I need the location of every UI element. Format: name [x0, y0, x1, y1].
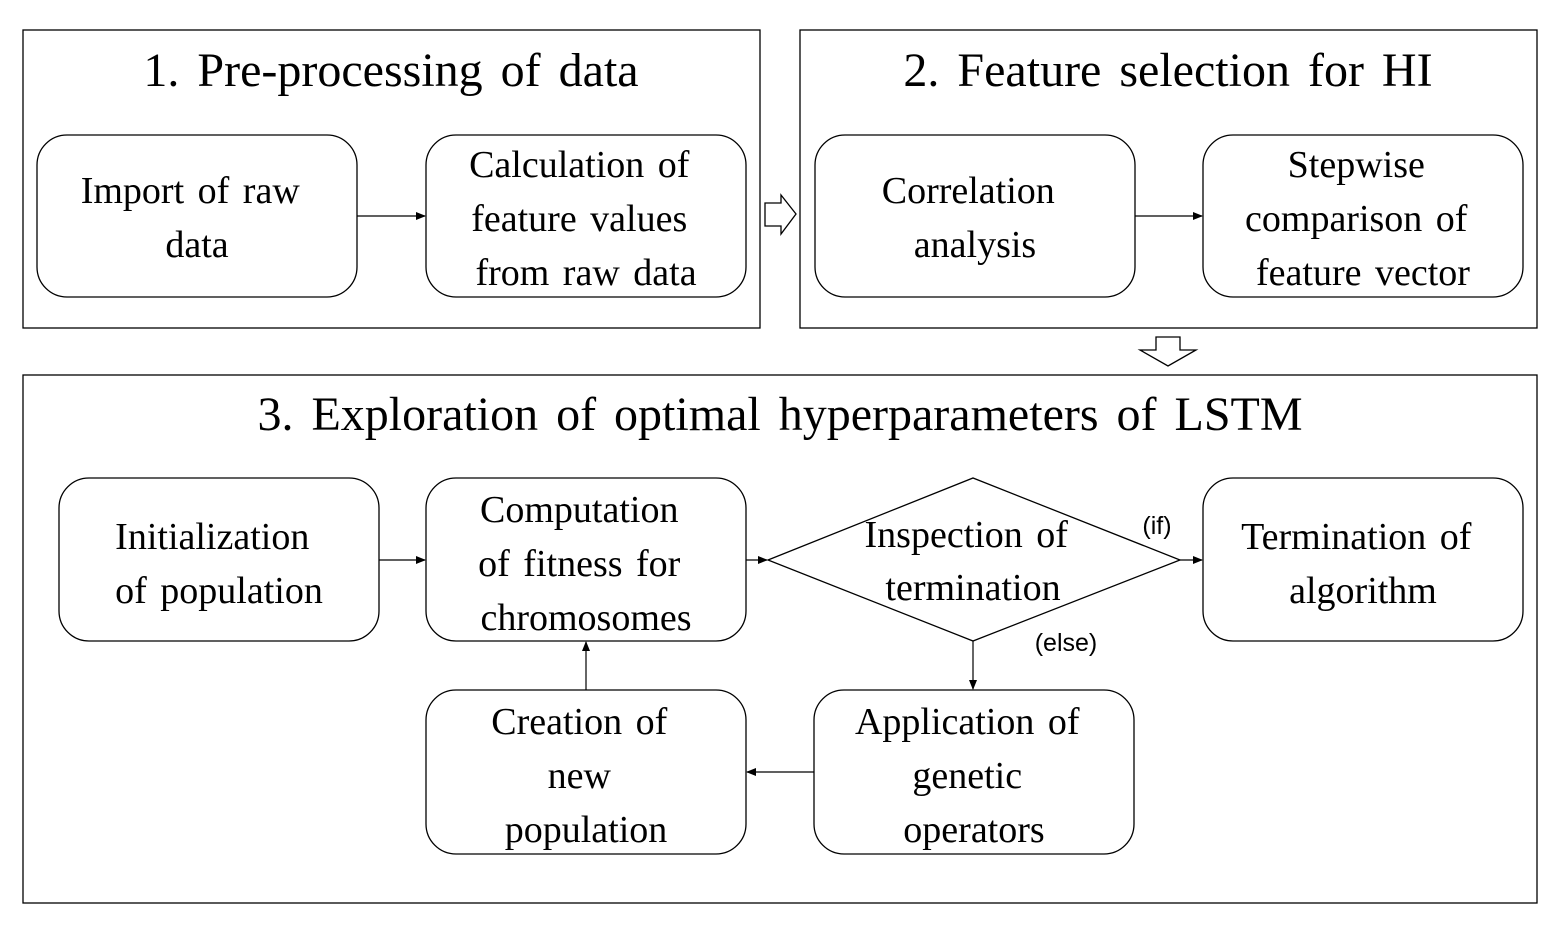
node-label-line: Termination of [1241, 516, 1472, 558]
initialization-of-population-node: Initialization of population [58, 477, 380, 642]
else-condition-label: (else) [1035, 629, 1098, 657]
node-label-line: of fitness for [478, 543, 681, 585]
stage-1-to-2-block-arrow [764, 193, 797, 236]
node-label-line: feature values [471, 198, 687, 240]
computation-of-fitness-node: Computation of fitness for chromosomes [425, 477, 747, 642]
node-label-line: chromosomes [480, 597, 691, 639]
node-label-line: population [505, 809, 668, 851]
node-label-line: termination [885, 567, 1060, 609]
node-label-line: data [165, 224, 228, 266]
svg-text:Creation of new po: Creation of new population [491, 701, 681, 851]
if-condition-label: (if) [1142, 512, 1171, 540]
node-label-line: Initialization [115, 516, 309, 558]
svg-text:Stepwise comparison of: Stepwise comparison of feature vector [1245, 144, 1481, 294]
node-label-line: Inspection of [865, 514, 1069, 556]
import-raw-data-node: Import of raw data [36, 134, 358, 298]
svg-text:Computation of fitness f: Computation of fitness for chromosomes [478, 489, 694, 639]
node-label-line: feature vector [1256, 252, 1470, 294]
node-label-line: operators [903, 809, 1044, 851]
node-label-line: Calculation of [469, 144, 690, 186]
node-label-line: analysis [914, 224, 1036, 266]
node-label-line: Import of raw [81, 170, 301, 212]
svg-text:Termination of algorithm: Termination of algorithm [1241, 516, 1485, 612]
node-label-line: comparison of [1245, 198, 1468, 240]
svg-text:Correlation analysis: Correlation analysis [882, 170, 1069, 266]
node-label-line: new [548, 755, 612, 797]
correlation-analysis-node: Correlation analysis [814, 134, 1136, 298]
node-label-line: Application of [855, 701, 1080, 743]
svg-text:Inspection of terminatio: Inspection of termination [865, 514, 1082, 609]
node-label-line: Stepwise [1288, 144, 1425, 186]
stage-2-to-3-block-arrow [1137, 336, 1199, 367]
stage-2-title: 2. Feature selection for HI [903, 44, 1432, 97]
node-label-line: of population [115, 570, 323, 612]
creation-of-new-population-node: Creation of new population [425, 689, 747, 855]
stage-3-title: 3. Exploration of optimal hyperparameter… [257, 388, 1302, 441]
node-label-line: Computation [480, 489, 678, 531]
svg-text:Initialization of popula: Initialization of population [115, 516, 323, 612]
application-of-genetic-operators-node: Application of genetic operators [813, 689, 1135, 855]
node-label-line: Creation of [491, 701, 667, 743]
svg-text:Application of genetic: Application of genetic operators [855, 701, 1093, 851]
node-label-line: from raw data [475, 252, 696, 294]
termination-of-algorithm-node: Termination of algorithm [1202, 477, 1524, 642]
stage-1-title: 1. Pre-processing of data [143, 44, 638, 97]
node-label-line: genetic [912, 755, 1022, 797]
stepwise-comparison-node: Stepwise comparison of feature vector [1202, 134, 1524, 298]
node-label-line: Correlation [882, 170, 1055, 212]
calculate-feature-values-node: Calculation of feature values from raw d… [425, 134, 747, 298]
node-label-line: algorithm [1289, 570, 1437, 612]
svg-text:Calculation of feature v: Calculation of feature values from raw d… [469, 144, 703, 294]
svg-text:Import of raw data: Import of raw data [81, 170, 314, 266]
